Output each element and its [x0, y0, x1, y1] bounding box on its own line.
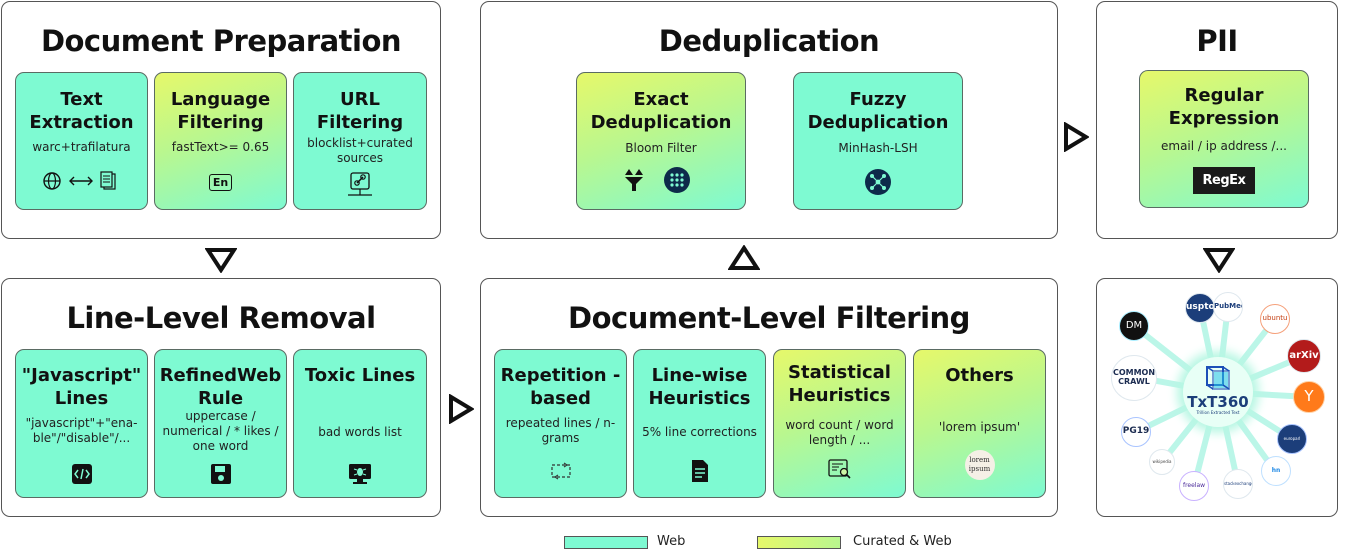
- card-title: Language Filtering: [170, 89, 271, 133]
- source-europarl: europarl: [1277, 424, 1307, 454]
- card-toxic-lines: Toxic Lines bad words list: [293, 349, 427, 498]
- save-rule-icon: [155, 462, 286, 490]
- source-freelaw: freelaw: [1179, 471, 1209, 501]
- arrow-down-to-line-level-icon: [205, 248, 237, 273]
- legend-swatch-curated: [757, 536, 841, 549]
- source-stackexchange: stackexchange: [1223, 469, 1253, 499]
- card-subtitle: blocklist+curated sources: [307, 136, 413, 165]
- card-title: Line-wise Heuristics: [648, 365, 751, 409]
- card-subtitle: 5% line corrections: [642, 425, 757, 439]
- card-title: Exact Deduplication: [590, 89, 732, 133]
- bloom-filter-icon: [577, 165, 745, 199]
- legend-swatch-web: [564, 536, 648, 549]
- card-javascript-lines: "Javascript" Lines "javascript"+"ena-ble…: [15, 349, 148, 498]
- bug-monitor-icon: [294, 462, 426, 490]
- language-en-icon: En: [155, 171, 286, 191]
- repeat-icon: [495, 462, 626, 484]
- txt360-cube-icon: [1206, 366, 1230, 390]
- card-fuzzy-deduplication: Fuzzy Deduplication MinHash-LSH: [793, 72, 963, 210]
- panel-title: Line-Level Removal: [66, 301, 376, 335]
- card-subtitle: warc+trafilatura: [32, 140, 131, 154]
- source-swirl: hn: [1261, 456, 1291, 486]
- panel-document-preparation: Document Preparation Text Extraction war…: [1, 1, 441, 239]
- search-document-icon: [774, 458, 905, 484]
- panel-deduplication: Deduplication Exact Deduplication Bloom …: [480, 1, 1058, 239]
- arrow-right-to-pii-icon: [1064, 122, 1089, 152]
- arrow-down-to-sources-icon: [1203, 248, 1235, 273]
- card-regular-expression: Regular Expression email / ip address /.…: [1139, 70, 1309, 208]
- panel-title: Deduplication: [658, 24, 880, 58]
- link-network-icon: [294, 171, 426, 203]
- card-exact-deduplication: Exact Deduplication Bloom Filter: [576, 72, 746, 210]
- panel-title: Document-Level Filtering: [568, 301, 970, 335]
- arrow-up-to-deduplication-icon: [728, 245, 760, 270]
- card-subtitle: Bloom Filter: [625, 141, 697, 155]
- code-file-icon: [16, 462, 147, 490]
- source-common-crawl: COMMON CRAWL: [1111, 355, 1157, 401]
- txt360-label: TxT360: [1187, 393, 1249, 411]
- minhash-network-icon: [794, 167, 962, 201]
- card-url-filtering: URL Filtering blocklist+curated sources: [293, 72, 427, 210]
- globe-to-documents-icon: [16, 169, 147, 197]
- card-title: RefinedWeb Rule: [159, 365, 282, 409]
- card-title: Statistical Heuristics: [788, 362, 891, 406]
- source-pubmed: PubMed: [1213, 292, 1243, 322]
- card-line-wise-heuristics: Line-wise Heuristics 5% line corrections: [633, 349, 766, 498]
- card-title: Others: [945, 365, 1014, 386]
- card-title: Fuzzy Deduplication: [807, 89, 949, 133]
- card-subtitle: 'lorem ipsum': [938, 420, 1021, 434]
- legend-label-web: Web: [657, 534, 686, 549]
- panel-data-sources: COMMON CRAWL DM uspto PubMed ubuntu arXi…: [1096, 278, 1338, 517]
- legend-label-curated: Curated & Web: [853, 534, 952, 549]
- card-others: Others 'lorem ipsum' lorem ipsum: [913, 349, 1046, 498]
- card-title: Text Extraction: [29, 89, 134, 133]
- card-subtitle: fastText>= 0.65: [171, 140, 270, 154]
- card-title: "Javascript" Lines: [21, 365, 142, 409]
- card-subtitle: uppercase / numerical / * likes / one wo…: [162, 409, 279, 453]
- card-refinedweb-rule: RefinedWeb Rule uppercase / numerical / …: [154, 349, 287, 498]
- source-wikipedia: wikipedia: [1149, 449, 1175, 475]
- card-repetition-based: Repetition -based repeated lines / n-gra…: [494, 349, 627, 498]
- panel-line-level-removal: Line-Level Removal "Javascript" Lines "j…: [1, 278, 441, 517]
- txt360-hub: TxT360 Trillion Extracted Text: [1183, 357, 1253, 427]
- panel-pii: PII Regular Expression email / ip addres…: [1096, 1, 1338, 239]
- panel-title: Document Preparation: [40, 24, 402, 58]
- card-subtitle: MinHash-LSH: [838, 141, 918, 155]
- card-subtitle: "javascript"+"ena-ble"/"disable"/...: [25, 416, 138, 445]
- arrow-right-to-document-level-icon: [449, 394, 474, 424]
- source-ubuntu: ubuntu: [1260, 304, 1290, 334]
- source-uspto: uspto: [1185, 293, 1215, 323]
- lorem-ipsum-badge: lorem ipsum: [914, 450, 1045, 480]
- card-subtitle: email / ip address /...: [1161, 139, 1287, 153]
- panel-title: PII: [1196, 24, 1238, 58]
- txt360-tagline: Trillion Extracted Text: [1196, 410, 1240, 415]
- card-title: Repetition -based: [500, 365, 621, 409]
- regex-logo: RegEx: [1140, 167, 1308, 194]
- source-arxiv: arXiv: [1287, 339, 1321, 373]
- card-text-extraction: Text Extraction warc+trafilatura: [15, 72, 148, 210]
- card-language-filtering: Language Filtering fastText>= 0.65 En: [154, 72, 287, 210]
- panel-document-level-filtering: Document-Level Filtering Repetition -bas…: [480, 278, 1058, 517]
- source-hacker-news: Y: [1293, 381, 1325, 413]
- card-title: Regular Expression: [1168, 85, 1280, 129]
- document-lines-icon: [634, 458, 765, 488]
- card-title: URL Filtering: [316, 89, 404, 133]
- card-statistical-heuristics: Statistical Heuristics word count / word…: [773, 349, 906, 498]
- source-dm: DM: [1119, 311, 1149, 341]
- card-subtitle: word count / word length / ...: [785, 418, 894, 447]
- card-title: Toxic Lines: [304, 365, 416, 386]
- source-pg19: PG19: [1121, 417, 1151, 447]
- card-subtitle: repeated lines / n-grams: [505, 416, 616, 445]
- card-subtitle: bad words list: [318, 425, 402, 439]
